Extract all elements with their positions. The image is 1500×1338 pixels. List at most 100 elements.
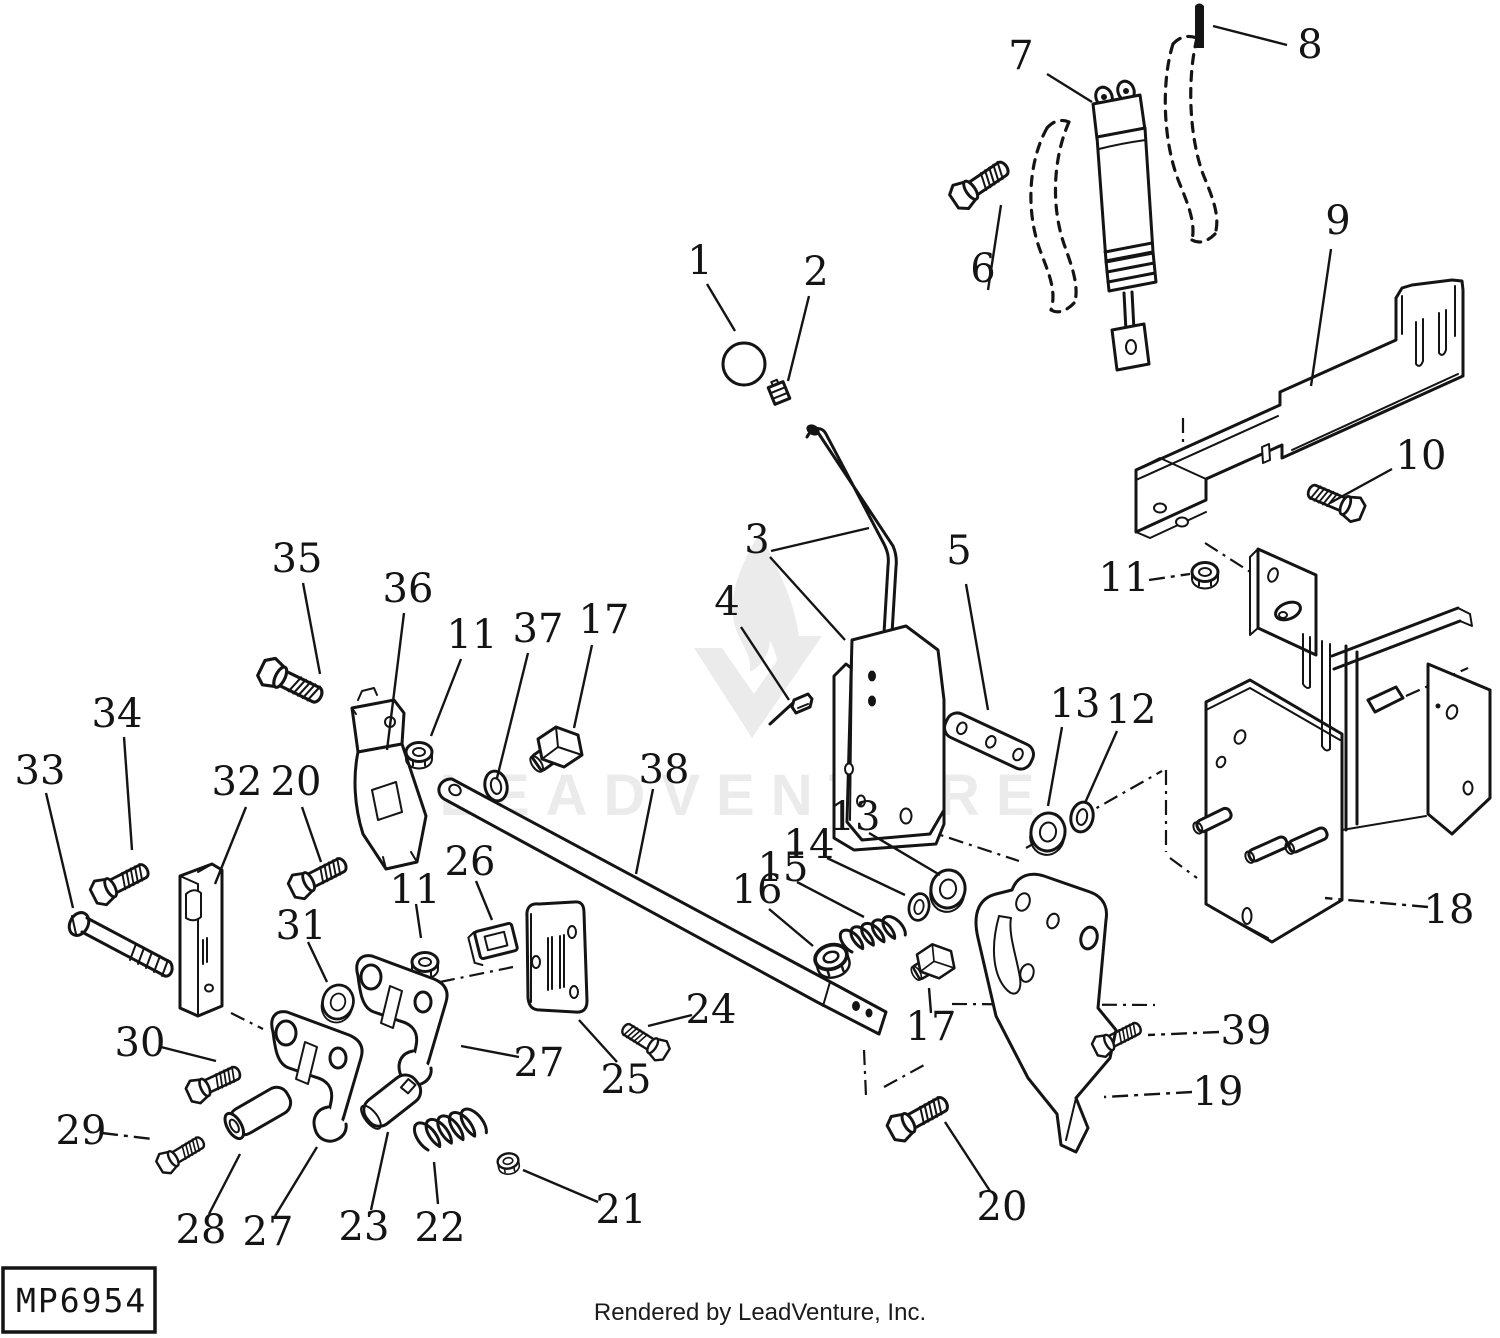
part-bracket-18 [1192,547,1492,944]
leader-line-33 [44,792,75,909]
part-shock-absorber-7 [1091,79,1158,372]
callout-19: 19 [1193,1069,1244,1115]
callout-25: 25 [601,1057,652,1103]
leader-line-27a [460,1044,520,1059]
leader-line-24 [647,1013,693,1028]
part-bushing-31 [316,980,359,1028]
leader-line-39 [1147,1030,1220,1037]
callout-17b: 17 [906,1004,957,1050]
part-bracket-19 [974,872,1118,1154]
leader-line-32 [213,806,248,885]
part-shock-chain-right [1163,34,1219,244]
part-bolt-35 [253,653,329,712]
part-nut-11a [1190,561,1220,590]
part-washer-12 [1066,798,1098,836]
part-bushing-13b [925,865,970,917]
leader-line-21 [522,1168,599,1204]
leader-line-22 [432,1161,440,1205]
leader-line-17a [572,644,594,729]
callout-10: 10 [1396,433,1447,479]
callout-13b: 13 [830,794,881,840]
footer-credit: Rendered by LeadVenture, Inc. [594,1299,926,1326]
callout-9: 9 [1325,198,1350,244]
callout-8: 8 [1297,22,1322,68]
callout-26: 26 [445,839,496,885]
callout-17a: 17 [579,597,630,643]
leader-line-8 [1212,24,1288,47]
part-code-box: MP6954 [1,1266,157,1334]
callout-12: 12 [1106,687,1157,733]
leader-line-6 [986,204,1003,291]
part-roller-23 [360,1073,423,1130]
leader-line-27b [273,1146,319,1217]
part-bolt-6 [944,153,1016,215]
leader-line-26 [474,880,494,921]
part-spring-22 [412,1107,488,1152]
callout-31: 31 [276,903,327,949]
leader-line-38 [634,788,655,875]
part-bolt-34 [86,855,155,910]
leader-line-31 [306,941,329,983]
callout-2: 2 [803,249,828,295]
callout-16: 16 [732,867,783,913]
part-pin-4 [768,692,814,726]
part-clamp-bracket-36 [350,687,428,871]
callout-27a: 27 [514,1040,565,1086]
leader-line-20b [943,1121,992,1192]
part-knob-1 [721,341,767,387]
part-bracket-9 [1134,278,1465,539]
part-nut-21 [495,1150,522,1178]
leader-line-10 [1329,467,1393,505]
callout-30: 30 [115,1020,166,1066]
callout-3: 3 [744,517,769,563]
leader-line-34 [122,736,134,851]
leader-line-36 [385,612,406,751]
callout-11a: 11 [1099,555,1150,601]
leader-line-30 [160,1045,217,1063]
leader-line-16 [768,908,814,947]
leader-line-19 [1103,1090,1193,1099]
leader-line-1 [705,283,737,332]
leader-line-2 [786,295,811,382]
part-bolt-20b [882,1088,955,1147]
part-bolt-10 [1302,476,1369,526]
callout-36: 36 [383,566,434,612]
watermark-text: LEADVENTURE [439,763,1050,828]
leader-line-12 [1083,730,1119,804]
leader-line-17b [927,987,933,1014]
part-bolt-30 [182,1059,246,1108]
leader-line-7 [1046,72,1093,104]
callout-13a: 13 [1050,681,1101,727]
leader-line-5 [964,583,990,711]
leader-line-18 [1324,896,1429,909]
callout-23: 23 [339,1204,390,1250]
part-setscrew-2 [766,378,792,406]
leader-line-28 [207,1153,242,1215]
callout-14: 14 [784,822,835,868]
leader-line-37 [495,652,530,779]
leader-line-11c [414,903,423,939]
callout-39: 39 [1221,1008,1272,1054]
callout-37: 37 [513,606,564,652]
callout-4: 4 [714,579,739,625]
callout-33: 33 [15,748,66,794]
callout-34: 34 [92,691,143,737]
leader-line-14 [826,856,906,897]
part-bolt-29 [152,1130,210,1178]
callout-24: 24 [686,987,737,1033]
callout-21: 21 [596,1187,647,1233]
callout-7: 7 [1008,33,1033,79]
part-link-plate-5 [943,711,1035,771]
callout-18: 18 [1424,887,1475,933]
leader-line-25 [578,1019,618,1063]
part-spacer-28 [223,1085,293,1141]
callout-32: 32 [212,759,263,805]
leadventure-flame-icon [732,532,799,688]
leader-line-29 [101,1131,153,1141]
leader-line-15 [796,880,865,919]
leader-line-11a [1148,572,1191,582]
part-code: MP6954 [16,1281,147,1320]
part-lever-3 [805,424,946,852]
